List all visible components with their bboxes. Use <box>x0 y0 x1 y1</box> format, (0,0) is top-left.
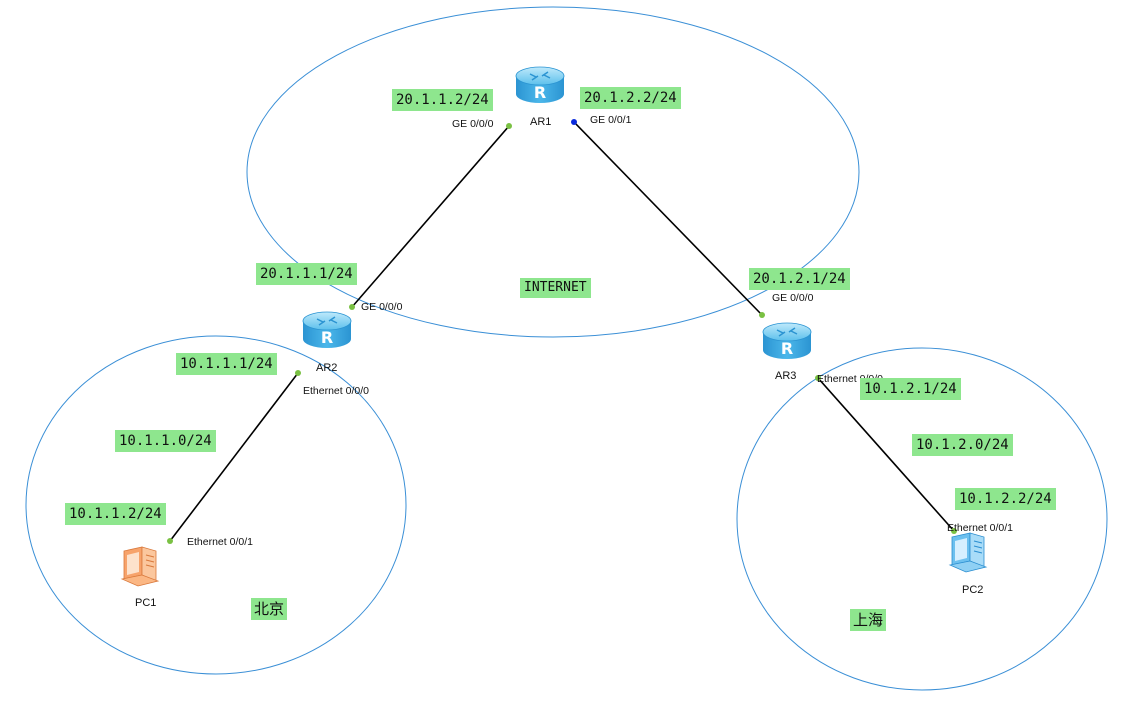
ar1-g0-ip-label: 20.1.1.2/24 <box>392 89 493 111</box>
router-icon[interactable]: R <box>762 322 812 359</box>
port-dot-ar2-g0 <box>349 304 355 310</box>
link-ar1-ar2[interactable] <box>351 125 510 308</box>
ar1-g0-port: GE 0/0/0 <box>452 118 494 130</box>
ar1-g1-ip-label: 20.1.2.2/24 <box>580 87 681 109</box>
shanghai-zone-label: 上海 <box>850 609 887 631</box>
internet-area <box>246 6 860 338</box>
beijing-zone-label: 北京 <box>251 598 288 620</box>
ar2-name: AR2 <box>316 362 338 374</box>
port-dot-ar3-g0 <box>759 312 765 318</box>
port-dot-ar2-e0 <box>295 370 301 376</box>
link-ar1-ar3[interactable] <box>573 121 763 316</box>
pc1-e1-port: Ethernet 0/0/1 <box>187 536 253 548</box>
shanghai-network-label: 10.1.2.0/24 <box>912 434 1013 456</box>
svg-text:R: R <box>534 83 546 102</box>
router-icon[interactable]: R <box>302 311 352 348</box>
ar2-e0-ip-label: 10.1.1.1/24 <box>176 353 277 375</box>
router-icon[interactable]: R <box>515 66 565 103</box>
ar1-name: AR1 <box>530 116 552 128</box>
port-dot-pc1-e1 <box>167 538 173 544</box>
beijing-area <box>25 335 407 675</box>
ar2-e0-port: Ethernet 0/0/0 <box>303 385 369 397</box>
port-dot-ar3-e0 <box>815 375 821 381</box>
ar2-g0-port: GE 0/0/0 <box>361 301 403 313</box>
pc-icon[interactable] <box>120 546 160 587</box>
link-ar2-pc1[interactable] <box>169 372 299 542</box>
pc2-name: PC2 <box>962 584 984 596</box>
svg-text:R: R <box>321 328 333 347</box>
internet-zone-label: INTERNET <box>520 278 591 298</box>
pc2-e1-port: Ethernet 0/0/1 <box>947 522 1013 534</box>
beijing-network-label: 10.1.1.0/24 <box>115 430 216 452</box>
ar2-g0-ip-label: 20.1.1.1/24 <box>256 263 357 285</box>
pc2-ip-label: 10.1.2.2/24 <box>955 488 1056 510</box>
link-ar3-pc2[interactable] <box>817 377 955 532</box>
pc-icon[interactable] <box>948 532 988 573</box>
port-dot-ar1-g0 <box>506 123 512 129</box>
pc1-ip-label: 10.1.1.2/24 <box>65 503 166 525</box>
port-dot-pc2-e1 <box>951 528 957 534</box>
ar1-g1-port: GE 0/0/1 <box>590 114 632 126</box>
ar3-name: AR3 <box>775 370 797 382</box>
ar3-g0-port: GE 0/0/0 <box>772 292 814 304</box>
pc1-name: PC1 <box>135 597 157 609</box>
svg-text:R: R <box>781 339 793 358</box>
ar3-g0-ip-label: 20.1.2.1/24 <box>749 268 850 290</box>
port-dot-ar1-g1 <box>571 119 577 125</box>
shanghai-area <box>736 347 1108 691</box>
ar3-e0-ip-label: 10.1.2.1/24 <box>860 378 961 400</box>
